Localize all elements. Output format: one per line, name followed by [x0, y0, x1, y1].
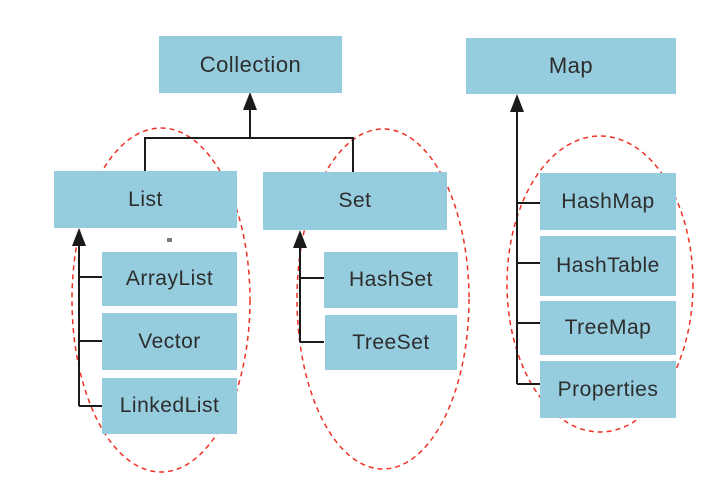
node-arraylist-label: ArrayList — [125, 267, 214, 290]
node-linkedlist-label: LinkedList — [119, 394, 220, 417]
node-vector: Vector — [102, 313, 237, 370]
set-arrowhead-icon — [293, 230, 307, 248]
node-set: Set — [263, 172, 447, 230]
node-treeset-label: TreeSet — [352, 330, 430, 354]
node-properties: Properties — [540, 361, 676, 418]
node-hashtable: HashTable — [540, 236, 676, 296]
node-collection-label: Collection — [199, 51, 302, 77]
node-hashmap-label: HashMap — [561, 189, 655, 213]
node-map: Map — [466, 38, 676, 94]
node-hashset-label: HashSet — [348, 268, 434, 291]
collection-arrowhead-icon — [243, 92, 257, 110]
node-hashtable-label: HashTable — [556, 254, 660, 277]
list-arrowhead-icon — [72, 228, 86, 246]
node-list-label: List — [128, 187, 163, 211]
node-treemap-label: TreeMap — [564, 316, 652, 339]
map-arrowhead-icon — [510, 94, 524, 112]
map-group-ellipse — [506, 135, 694, 433]
node-arraylist: ArrayList — [102, 252, 237, 306]
node-treemap: TreeMap — [540, 301, 676, 355]
node-collection: Collection — [159, 36, 342, 93]
node-list: List — [54, 171, 237, 228]
collection-branch-connector — [144, 137, 354, 173]
list-group-ellipse — [71, 127, 251, 473]
node-map-label: Map — [548, 53, 594, 78]
node-linkedlist: LinkedList — [102, 378, 237, 434]
node-vector-label: Vector — [138, 329, 201, 353]
node-properties-label: Properties — [557, 377, 659, 401]
node-hashset: HashSet — [324, 252, 458, 308]
node-hashmap: HashMap — [540, 173, 676, 230]
set-group-ellipse — [296, 128, 470, 470]
node-set-label: Set — [338, 189, 372, 212]
node-treeset: TreeSet — [325, 315, 457, 370]
stray-mark — [167, 238, 172, 242]
